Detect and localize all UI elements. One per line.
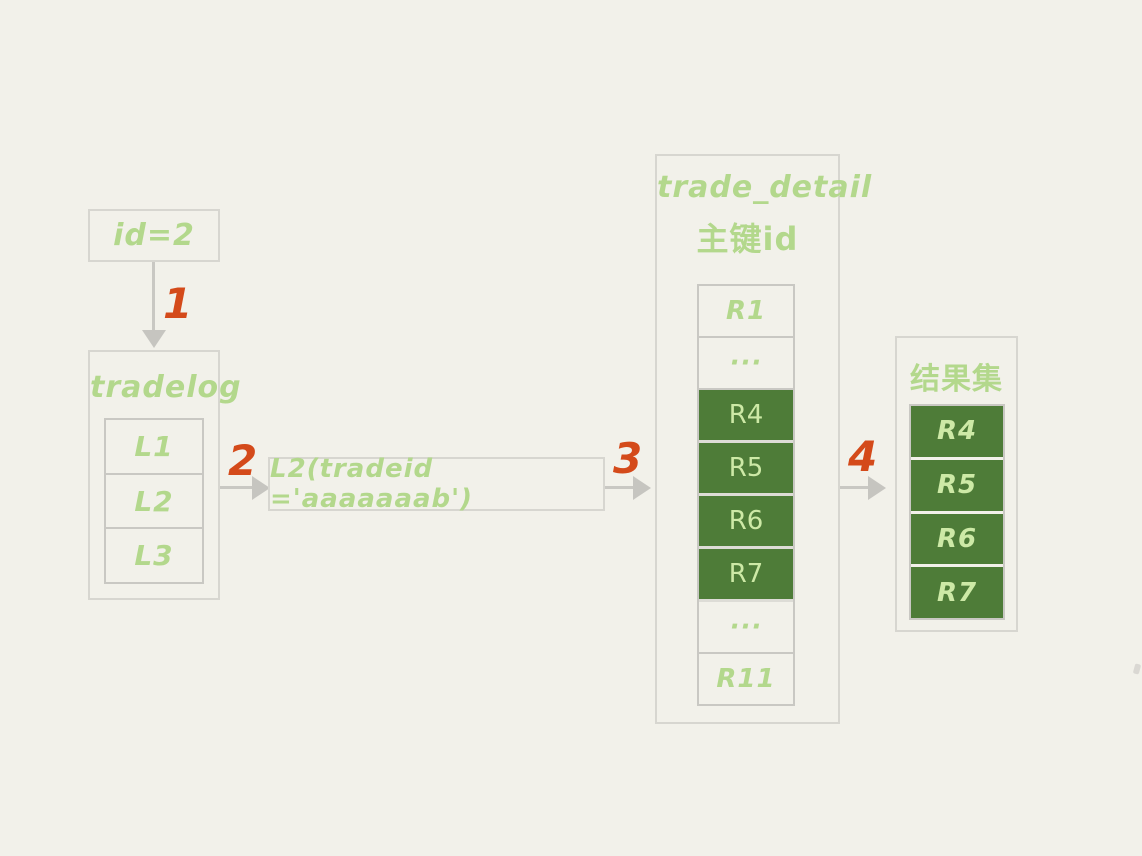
tradelog-row: L3 <box>134 539 174 573</box>
trade-detail-rows: R1 ··· R4 R5 R6 R7 ··· R11 <box>697 284 795 706</box>
trade-detail-row-highlighted: R6 <box>699 496 793 549</box>
trade-detail-row: R11 <box>716 664 776 694</box>
step-3-label: 3 <box>613 434 643 483</box>
index-condition-box: L2(tradeid ='aaaaaaab') <box>268 454 605 514</box>
arrow-3-line <box>605 486 637 489</box>
arrow-4-line <box>840 486 872 489</box>
step-1-label: 1 <box>163 279 193 328</box>
result-set-title: 结果集 <box>910 362 1003 397</box>
id-value-label: id=2 <box>113 218 195 253</box>
result-set-rows: R4 R5 R6 R7 <box>909 404 1005 620</box>
id-value-box: id=2 <box>88 209 220 262</box>
result-set-box: 结果集 R4 R5 R6 R7 <box>895 336 1018 632</box>
step-4-label: 4 <box>848 432 878 481</box>
tradelog-title: tradelog <box>90 370 242 405</box>
arrow-2-line <box>220 486 256 489</box>
tradelog-rows: L1 L2 L3 <box>104 418 204 584</box>
arrow-1-head-icon <box>142 330 166 348</box>
trade-detail-row-highlighted: R4 <box>699 390 793 443</box>
index-condition-label: L2(tradeid ='aaaaaaab') <box>270 454 474 514</box>
result-set-row: R5 <box>911 459 1003 511</box>
arrow-4-head-icon <box>868 476 886 500</box>
result-set-row: R7 <box>911 567 1003 618</box>
trade-detail-row-highlighted: R5 <box>699 443 793 496</box>
result-set-row: R4 <box>911 406 1003 457</box>
trade-detail-row: ··· <box>699 338 793 390</box>
tradelog-row: L1 <box>106 420 202 475</box>
result-set-row: R6 <box>911 513 1003 565</box>
arrow-3-head-icon <box>633 476 651 500</box>
trade-detail-title: trade_detail <box>657 170 873 205</box>
trade-detail-row: R1 <box>699 286 793 338</box>
tradelog-table: tradelog L1 L2 L3 <box>88 350 242 600</box>
tradelog-row: L2 <box>106 475 202 530</box>
arrow-2-head-icon <box>252 476 270 500</box>
stray-pen-mark <box>1132 663 1142 675</box>
trade-detail-subtitle: 主键id <box>696 220 799 258</box>
arrow-1-line <box>152 262 155 334</box>
trade-detail-table: trade_detail 主键id R1 ··· R4 R5 R6 R7 ···… <box>655 154 873 724</box>
trade-detail-row: ··· <box>699 602 793 654</box>
step-2-label: 2 <box>228 436 258 485</box>
trade-detail-row-highlighted: R7 <box>699 549 793 602</box>
